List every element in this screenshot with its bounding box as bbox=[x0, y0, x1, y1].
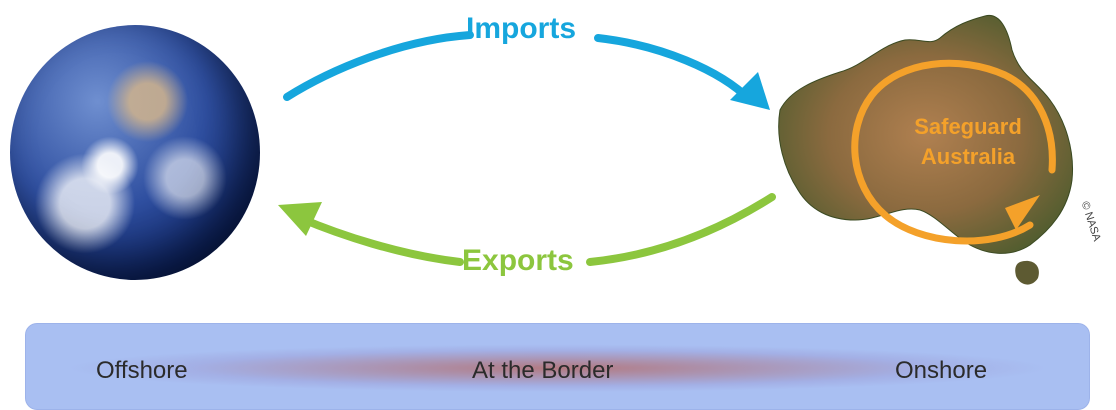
exports-arrow-right bbox=[586, 193, 776, 266]
location-band bbox=[25, 323, 1090, 410]
imports-arrowhead bbox=[730, 72, 770, 110]
safeguard-cycle-arrowhead bbox=[1005, 195, 1040, 230]
offshore-label: Offshore bbox=[96, 357, 188, 384]
exports-arrow-left bbox=[296, 214, 464, 266]
imports-arrow-left bbox=[283, 31, 474, 101]
safeguard-australia-label: Safeguard Australia bbox=[914, 114, 1022, 169]
exports-label: Exports bbox=[462, 244, 574, 277]
imports-label: Imports bbox=[466, 12, 577, 45]
imports-arrow-right bbox=[594, 34, 754, 104]
border-label: At the Border bbox=[472, 357, 614, 384]
earth-globe-image bbox=[10, 25, 260, 280]
exports-arrowhead bbox=[278, 202, 322, 236]
safeguard-cycle-arrow bbox=[851, 59, 1056, 245]
onshore-label: Onshore bbox=[895, 357, 988, 384]
